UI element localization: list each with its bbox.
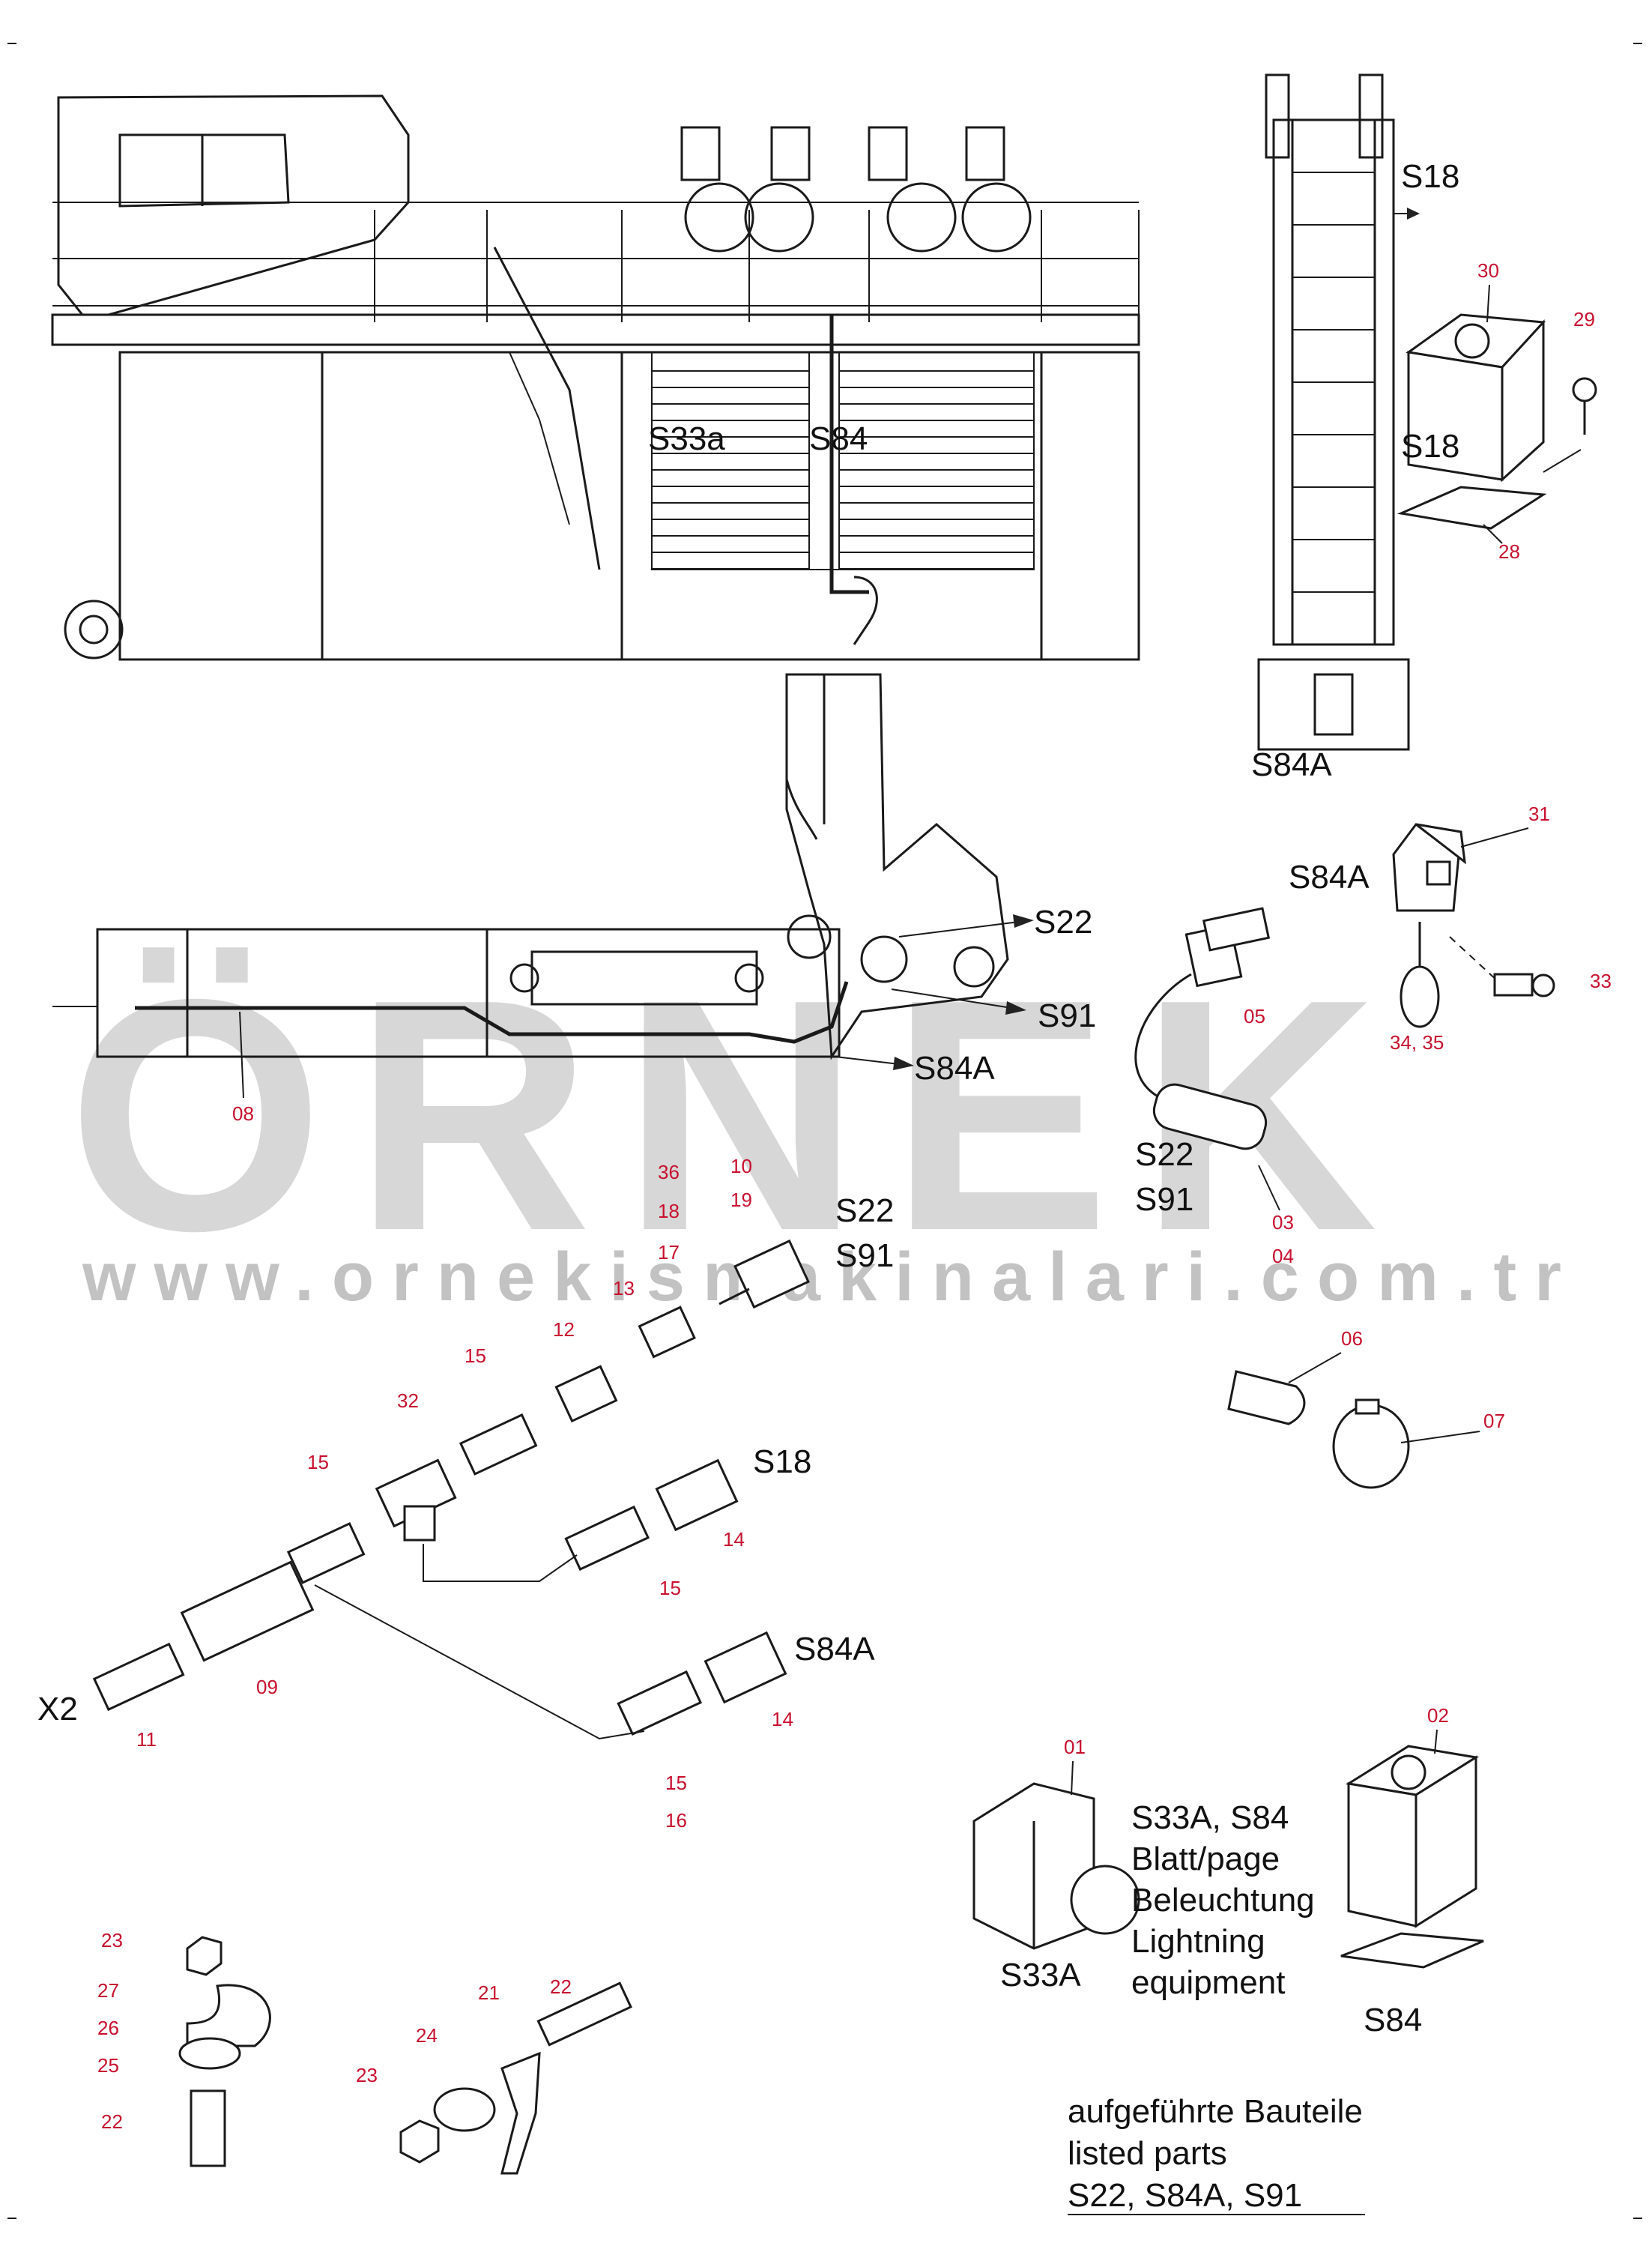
part-32: 32	[397, 1389, 419, 1412]
crop-marks	[7, 43, 1642, 2219]
part-14-a: 14	[723, 1528, 745, 1551]
label-x2: X2	[37, 1691, 78, 1727]
note-lighting-line-1: S33A, S84	[1131, 1799, 1289, 1836]
label-s84a-arm: S84A	[914, 1050, 995, 1087]
switch-box-s18	[1397, 313, 1597, 530]
part-05: 05	[1244, 1005, 1265, 1027]
part-26: 26	[97, 2017, 119, 2039]
part-30: 30	[1477, 259, 1499, 282]
part-15-c: 15	[659, 1577, 681, 1599]
note-listed-parts: aufgeführte Bauteile listed parts S22, S…	[1068, 2093, 1365, 2215]
note-listed-line-1: aufgeführte Bauteile	[1068, 2093, 1363, 2130]
label-s84a-switch: S84A	[1289, 859, 1370, 896]
part-17: 17	[658, 1241, 680, 1264]
label-s18-fitting: S18	[753, 1443, 811, 1480]
ladder	[1257, 73, 1420, 751]
note-lighting-reference: S33A, S84 Blatt/page Beleuchtung Lightni…	[1131, 1799, 1315, 2001]
part-10: 10	[730, 1155, 752, 1177]
part-13: 13	[613, 1277, 635, 1299]
label-s22-arm: S22	[1034, 904, 1092, 941]
label-s84-box: S84	[1364, 2002, 1422, 2038]
shovel-superstructure	[51, 94, 1140, 661]
part-15-a: 15	[465, 1344, 486, 1367]
part-21: 21	[478, 1981, 500, 2004]
label-s84a-ladder: S84A	[1251, 746, 1332, 783]
note-lighting-line-4: Lightning	[1131, 1923, 1265, 1960]
note-listed-line-3: S22, S84A, S91	[1068, 2177, 1302, 2214]
part-31: 31	[1528, 803, 1550, 825]
label-s84a-fitting: S84A	[794, 1631, 875, 1667]
part-03: 03	[1272, 1211, 1294, 1234]
label-s91-conn: S91	[835, 1237, 894, 1274]
fitting-assembly	[92, 1239, 810, 1740]
part-11: 11	[136, 1728, 157, 1751]
label-s18-box: S18	[1401, 428, 1459, 465]
part-34-35: 34, 35	[1390, 1031, 1444, 1054]
part-23-b: 23	[356, 2064, 378, 2086]
sensor-leaders	[835, 914, 1034, 1070]
cable-hose	[1227, 1370, 1306, 1425]
part-25: 25	[97, 2054, 119, 2077]
part-09: 09	[256, 1676, 278, 1698]
part-33: 33	[1590, 970, 1612, 992]
part-01: 01	[1064, 1736, 1086, 1758]
note-listed-line-2: listed parts	[1068, 2135, 1227, 2172]
part-28: 28	[1498, 540, 1520, 563]
part-15-d: 15	[665, 1772, 687, 1794]
part-07: 07	[1483, 1410, 1505, 1432]
proximity-sensor	[1134, 907, 1271, 1150]
label-s33a-box: S33A	[1000, 1957, 1081, 1993]
part-22-a: 22	[101, 2110, 123, 2133]
part-16: 16	[665, 1809, 687, 1832]
part-14-b: 14	[772, 1708, 793, 1730]
label-s91-sensor: S91	[1135, 1181, 1193, 1218]
part-27: 27	[97, 1979, 119, 2002]
part-12: 12	[553, 1318, 575, 1341]
part-19: 19	[730, 1189, 752, 1211]
part-02: 02	[1427, 1704, 1449, 1727]
part-15-b: 15	[307, 1451, 329, 1473]
label-s18-top: S18	[1401, 158, 1459, 195]
label-s91-arm: S91	[1038, 997, 1096, 1034]
lighting-box-s84	[1340, 1745, 1484, 1969]
label-s22-conn: S22	[835, 1192, 894, 1229]
switch-s84a	[1392, 823, 1555, 1028]
label-s33a-shovel: S33a	[648, 420, 725, 457]
boom-arm	[52, 673, 1009, 1060]
note-lighting-line-5: equipment	[1131, 1964, 1285, 2001]
note-lighting-line-2: Blatt/page	[1131, 1841, 1280, 1877]
part-23-a: 23	[101, 1929, 123, 1951]
part-08: 08	[232, 1102, 254, 1125]
watermark-url: www.ornekismakinalari.com.tr	[82, 1239, 1579, 1315]
watermark: ÖRNEK www.ornekismakinalari.com.tr	[67, 932, 1579, 1315]
cable-tie	[1332, 1398, 1410, 1489]
note-lighting-line-3: Beleuchtung	[1131, 1882, 1315, 1919]
part-22-b: 22	[550, 1975, 572, 1998]
part-04: 04	[1272, 1245, 1294, 1267]
part-24: 24	[416, 2024, 438, 2047]
clamp-hardware	[178, 1936, 632, 2175]
label-s84-shovel: S84	[809, 420, 868, 457]
part-18: 18	[658, 1200, 680, 1222]
part-06: 06	[1341, 1327, 1363, 1350]
label-s22-sensor: S22	[1135, 1136, 1193, 1173]
lighting-box-s33a	[972, 1782, 1140, 1950]
part-29: 29	[1573, 308, 1595, 330]
part-36: 36	[658, 1161, 680, 1183]
